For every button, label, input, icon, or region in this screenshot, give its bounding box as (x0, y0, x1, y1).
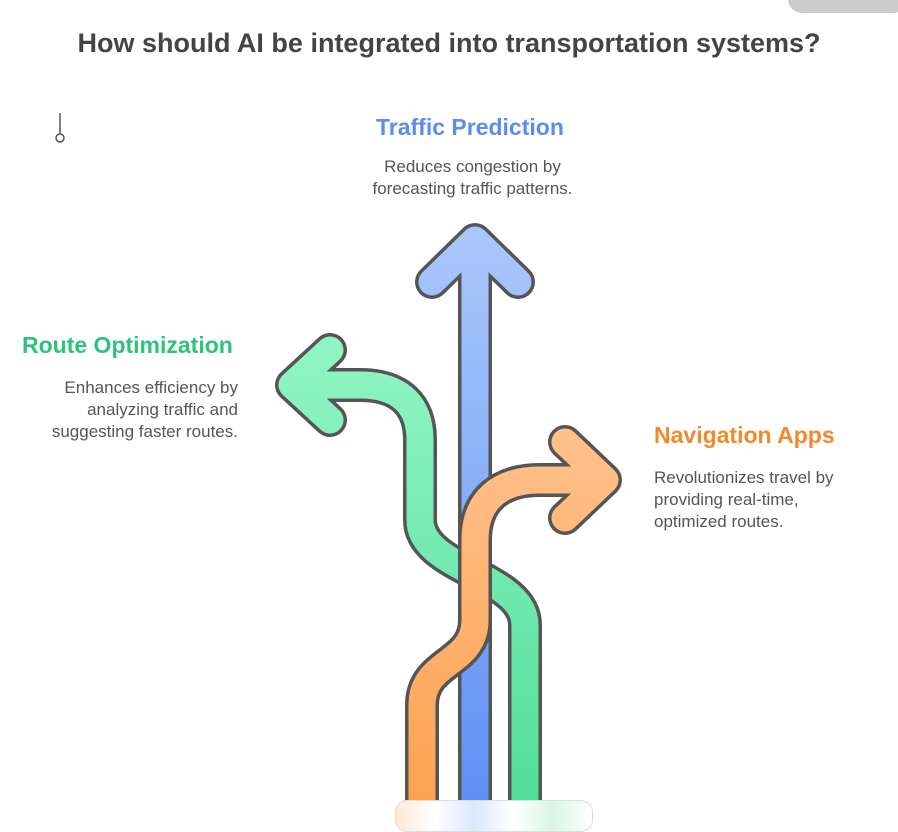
traffic-prediction-heading: Traffic Prediction (376, 114, 564, 140)
description-line: analyzing traffic and (87, 400, 238, 419)
arrows-diagram (55, 113, 622, 809)
route-optimization-heading: Route Optimization (22, 332, 233, 358)
bottom-toolbar[interactable] (395, 800, 593, 832)
route-optimization-description: Enhances efficiency by analyzing traffic… (0, 377, 238, 443)
description-line: forecasting traffic patterns. (372, 179, 573, 198)
route-optimization-arrow (275, 333, 542, 809)
page-title: How should AI be integrated into transpo… (77, 28, 821, 58)
navigation-apps-heading: Navigation Apps (654, 422, 835, 448)
description-line: optimized routes. (654, 512, 784, 531)
description-line: Revolutionizes travel by (654, 468, 834, 487)
traffic-prediction-description: Reduces congestion by forecasting traffi… (340, 156, 605, 200)
description-line: Reduces congestion by (384, 157, 561, 176)
description-line: providing real-time, (654, 490, 799, 509)
navigation-apps-description: Revolutionizes travel by providing real-… (654, 467, 894, 533)
description-line: Enhances efficiency by (64, 378, 238, 397)
navigation-apps-arrow (405, 425, 622, 809)
description-line: suggesting faster routes. (51, 422, 238, 441)
top-tab[interactable] (788, 0, 898, 13)
